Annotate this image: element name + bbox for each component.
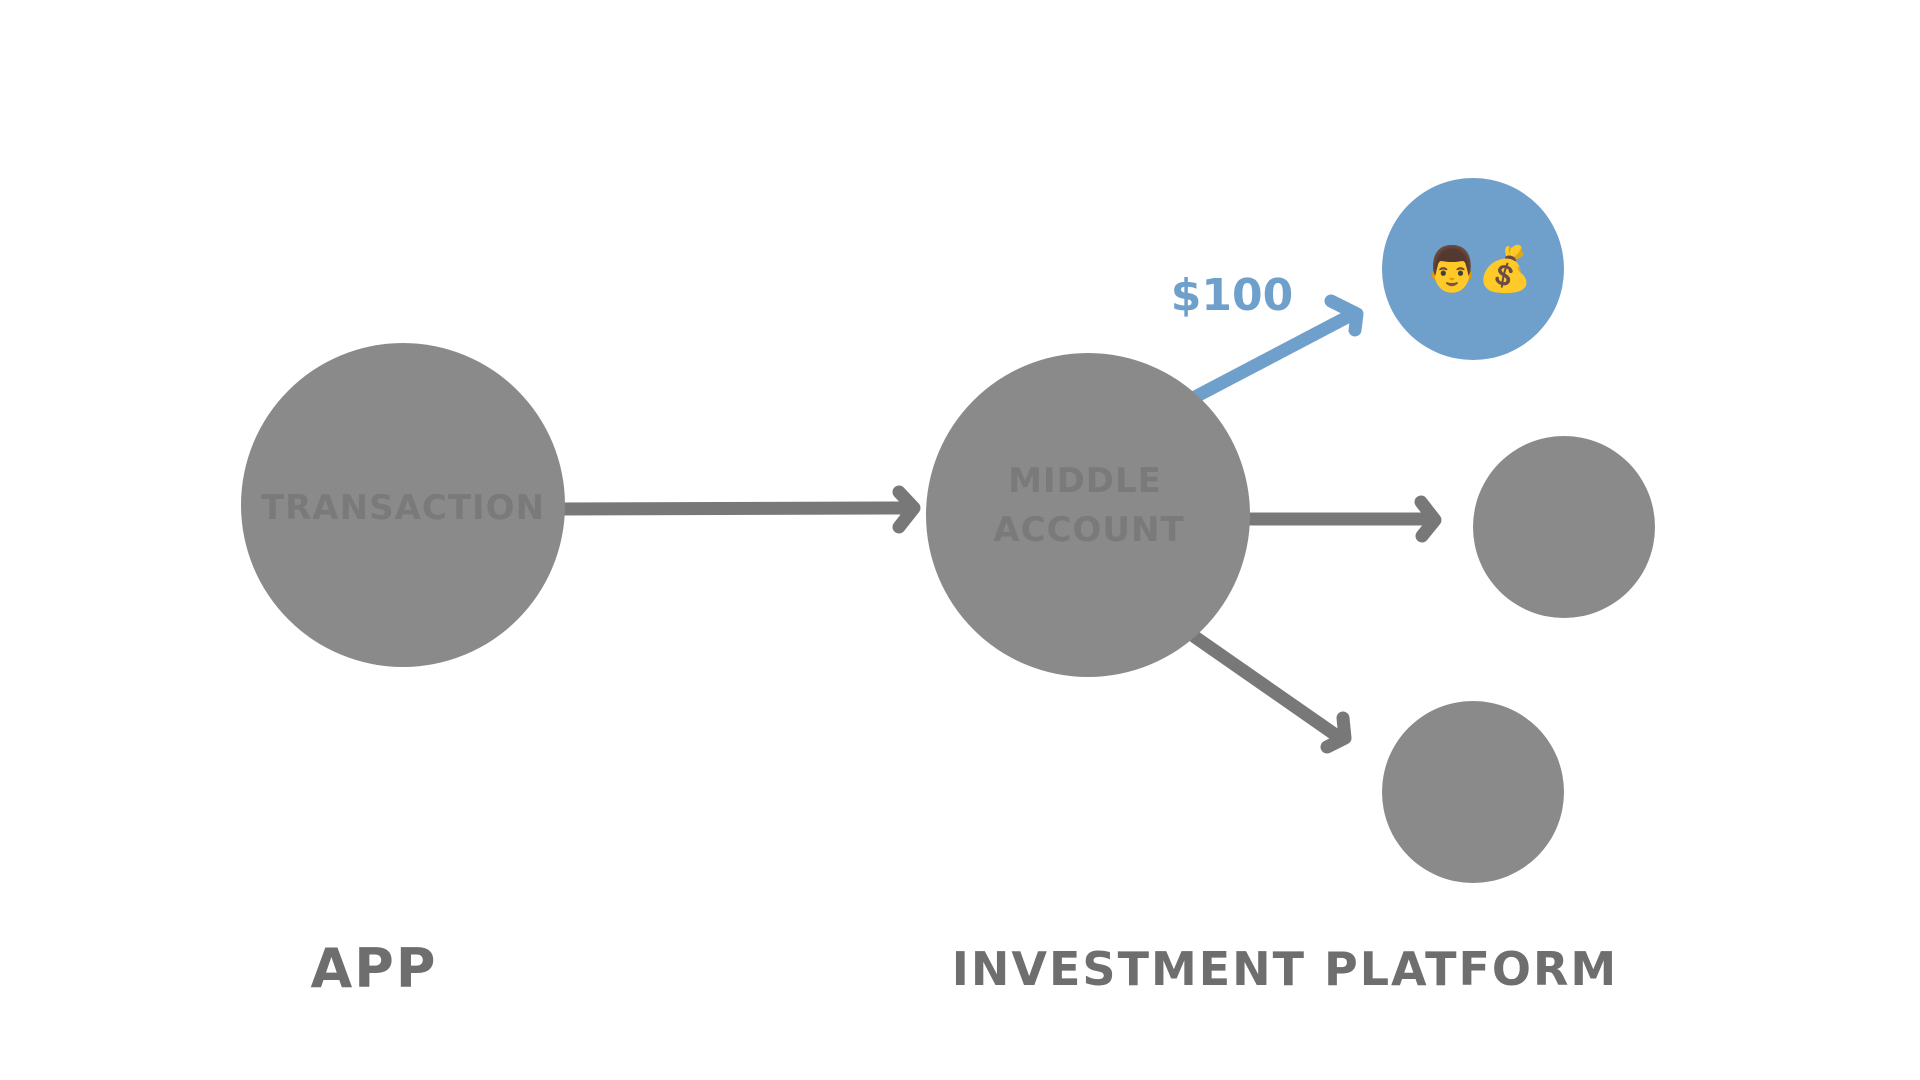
arrow-middle-to-node-2 (1238, 495, 1442, 543)
transaction-label: TRANSACTION (261, 488, 545, 528)
money-bag-icon: 💰 (1478, 244, 1533, 295)
transaction-node: TRANSACTION (241, 343, 565, 667)
middle-account-label-line2: ACCOUNT (993, 510, 1184, 550)
investor-amount-label: $100 (1171, 270, 1293, 321)
arrow-head-icon (892, 485, 921, 534)
investor-node: 👨 💰 (1382, 178, 1564, 360)
platform-node-3 (1382, 701, 1564, 883)
app-section-label: APP (311, 937, 438, 1000)
platform-node-2 (1473, 436, 1655, 618)
arrow-head-icon (1320, 711, 1352, 754)
middle-account-label-line1: MIDDLE (1008, 461, 1162, 501)
arrow-middle-to-investor (1188, 294, 1364, 404)
person-emoji-icon: 👨 (1425, 244, 1480, 295)
arrow-head-icon (1414, 495, 1442, 543)
investment-platform-section-label: INVESTMENT PLATFORM (952, 942, 1618, 996)
arrow-head-icon (1324, 294, 1364, 337)
middle-account-node: MIDDLE ACCOUNT (926, 353, 1250, 677)
arrow-middle-to-node-3 (1188, 630, 1352, 754)
arrow-transaction-to-middle (553, 485, 921, 534)
